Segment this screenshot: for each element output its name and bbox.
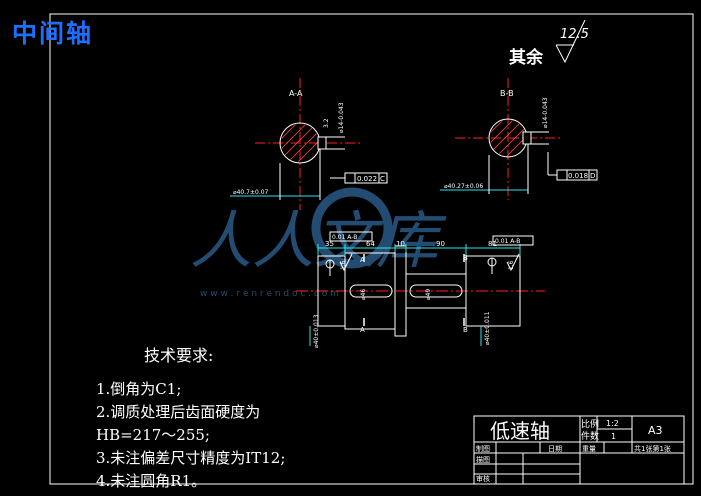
rest-roughness-value: 12.5 (560, 27, 589, 42)
reviewed-label: 审核 (476, 474, 490, 483)
section-mark-a-bottom: A (360, 326, 365, 334)
section-bb: B-B ⌀14-0.043 ⌀40.27±0.06 0.018 D (440, 78, 598, 200)
dim-bb-key: ⌀14-0.043 (542, 97, 549, 128)
section-bb-label: B-B (500, 89, 514, 98)
dim-aa-dia: ⌀40.7±0.07 (233, 189, 269, 196)
dim-10: 10 (396, 240, 405, 248)
roughness-left: 1.6 (340, 260, 347, 270)
watermark-text: 人人文库 (190, 204, 447, 277)
dim-left-dia: ⌀40±0.013 (313, 314, 320, 348)
keyway-right (409, 284, 463, 298)
dim-64: 64 (366, 240, 375, 248)
requirements-heading: 技术要求: (144, 346, 214, 365)
part-name: 低速轴 (490, 419, 550, 443)
section-mark-b-bottom: B (463, 326, 468, 334)
tol-bb-value: 0.018 (568, 172, 588, 180)
section-aa: A-A ⌀14-0.043 3.2 ⌀40.7±0.07 0.022 C (230, 78, 388, 210)
dim-mid-dia: ⌀46 (360, 289, 367, 300)
section-mark-b-top: B (463, 254, 468, 262)
roughness-right: 1.6 (508, 260, 515, 270)
sheet-border (49, 13, 694, 485)
tol-aa-ref: C (380, 175, 385, 183)
tolerance-frame-top-right: 0.01 A-B (492, 235, 534, 246)
technical-requirements: 技术要求: 1.倒角为C1; 2.调质处理后齿面硬度为 HB=217～255; … (96, 342, 285, 493)
svg-text:0.01 A-B: 0.01 A-B (495, 238, 520, 245)
watermark: 人人文库 w w w . r e n r e n d o c . c o m (190, 187, 447, 299)
drawn-label: 制图 (476, 444, 490, 453)
section-aa-label: A-A (289, 89, 303, 98)
qty-value: 1 (611, 432, 616, 441)
tolerance-frame-bb: 0.018 D (547, 152, 598, 181)
requirement-line: 4.未注圆角R1。 (96, 472, 207, 490)
watermark-url: w w w . r e n r e n d o c . c o m (200, 289, 339, 299)
requirement-line: HB=217～255; (96, 426, 210, 444)
rest-roughness-symbol: 12.5 (555, 19, 589, 64)
requirement-line: 1.倒角为C1; (96, 380, 182, 398)
dim-aa-key: ⌀14-0.043 (338, 102, 345, 133)
scale-label: 比例 (581, 418, 599, 430)
dim-right-dia: ⌀40±0.011 (484, 311, 491, 345)
weight-label: 重量 (582, 445, 596, 453)
tol-aa-value: 0.022 (357, 175, 377, 183)
section-aa-keyway (317, 136, 327, 150)
drawing-title: 中间轴 (12, 19, 94, 48)
roughness-aa: 3.2 (323, 118, 330, 128)
section-mark-a-top: A (360, 256, 365, 264)
qty-label: 件数 (581, 430, 599, 442)
tolerance-frame-top-left: 0.01 A-B (329, 231, 373, 242)
dim-90: 90 (436, 240, 445, 248)
watermark-logo-ring (311, 187, 393, 269)
scale-value: 1:2 (606, 419, 619, 428)
keyway-left (349, 284, 393, 298)
tolerance-frame-aa: 0.022 C (330, 172, 388, 184)
checked-label: 描图 (476, 455, 490, 464)
tol-bb-ref: D (590, 172, 595, 180)
shaft-view: 35 64 10 90 81 0.01 A-B 0.01 A-B ⌀46 ⌀49… (296, 231, 545, 348)
dim-81: 81 (488, 240, 497, 248)
sheet-info: 共1张第1张 (634, 444, 671, 453)
requirement-line: 2.调质处理后齿面硬度为 (96, 403, 261, 421)
section-bb-keyway (522, 131, 532, 145)
dim-center-dia: ⌀49 (425, 289, 432, 300)
dim-bb-dia: ⌀40.27±0.06 (444, 183, 483, 190)
date-label: 日期 (548, 445, 562, 453)
dim-35: 35 (325, 240, 334, 248)
svg-text:0.01 A-B: 0.01 A-B (332, 234, 357, 241)
rest-roughness-label: 其余 (509, 48, 543, 68)
sheet-size: A3 (648, 424, 663, 437)
title-block (473, 415, 685, 485)
requirement-line: 3.未注偏差尺寸精度为IT12; (96, 449, 286, 467)
